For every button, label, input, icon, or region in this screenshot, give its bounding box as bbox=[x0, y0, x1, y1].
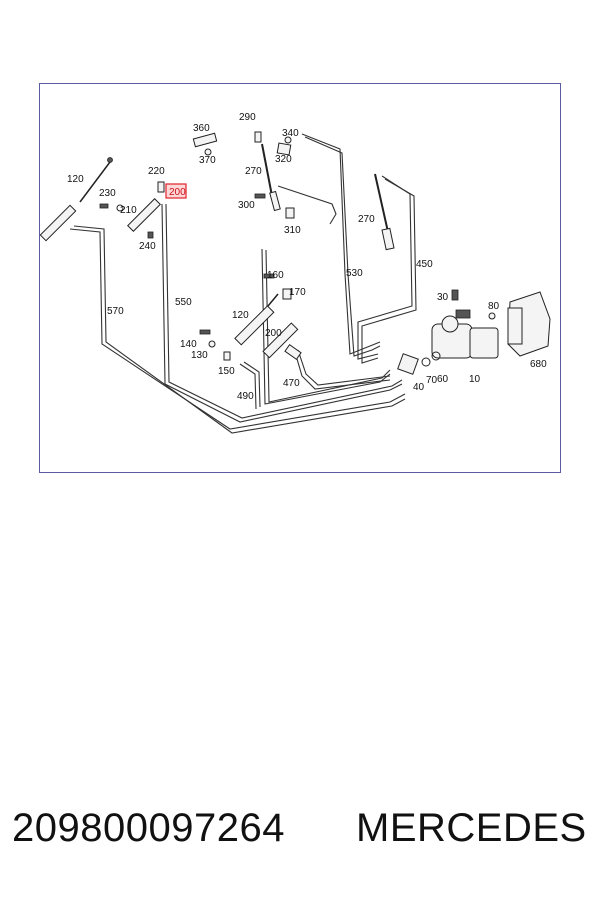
callout-290: 290 bbox=[239, 112, 256, 123]
callout-170: 170 bbox=[289, 287, 306, 298]
callout-140: 140 bbox=[180, 339, 197, 350]
callout-240: 240 bbox=[139, 241, 156, 252]
callout-470: 470 bbox=[283, 378, 300, 389]
callout-10: 10 bbox=[469, 374, 481, 385]
highlight-box bbox=[165, 183, 187, 199]
callout-490: 490 bbox=[237, 391, 254, 402]
callout-200-middle: 200 bbox=[265, 328, 282, 339]
callout-230: 230 bbox=[99, 188, 116, 199]
callout-labels: 120 230 210 220 200 240 360 370 290 340 … bbox=[67, 112, 547, 402]
callout-200-highlighted[interactable]: 200 bbox=[169, 187, 186, 198]
callout-160: 160 bbox=[267, 270, 284, 281]
hydraulic-lines bbox=[69, 133, 417, 434]
callout-310: 310 bbox=[284, 225, 301, 236]
exploded-parts-diagram: 120 230 210 220 200 240 360 370 290 340 … bbox=[40, 112, 551, 434]
callout-210: 210 bbox=[120, 205, 137, 216]
brand-name: MERCEDES bbox=[356, 806, 587, 850]
callout-370: 370 bbox=[199, 155, 216, 166]
callout-340: 340 bbox=[282, 128, 299, 139]
callout-680: 680 bbox=[530, 359, 547, 370]
callout-40: 40 bbox=[413, 382, 425, 393]
callout-130: 130 bbox=[191, 350, 208, 361]
callout-300: 300 bbox=[238, 200, 255, 211]
callout-450: 450 bbox=[416, 259, 433, 270]
callout-220: 220 bbox=[148, 166, 165, 177]
callout-30: 30 bbox=[437, 292, 449, 303]
callout-360: 360 bbox=[193, 123, 210, 134]
diagram-frame: 120 230 210 220 200 240 360 370 290 340 … bbox=[39, 83, 561, 473]
callout-80: 80 bbox=[488, 301, 500, 312]
callout-270-right: 270 bbox=[358, 214, 375, 225]
callout-60: 60 bbox=[437, 374, 449, 385]
callout-530: 530 bbox=[346, 268, 363, 279]
components bbox=[40, 131, 551, 375]
callout-150: 150 bbox=[218, 366, 235, 377]
callout-120: 120 bbox=[67, 174, 84, 185]
callout-320: 320 bbox=[275, 154, 292, 165]
callout-550: 550 bbox=[175, 297, 192, 308]
callout-120-middle: 120 bbox=[232, 310, 249, 321]
callout-270: 270 bbox=[245, 166, 262, 177]
part-number: 209800097264 bbox=[12, 806, 285, 850]
callout-70: 70 bbox=[426, 375, 438, 386]
callout-570: 570 bbox=[107, 306, 124, 317]
